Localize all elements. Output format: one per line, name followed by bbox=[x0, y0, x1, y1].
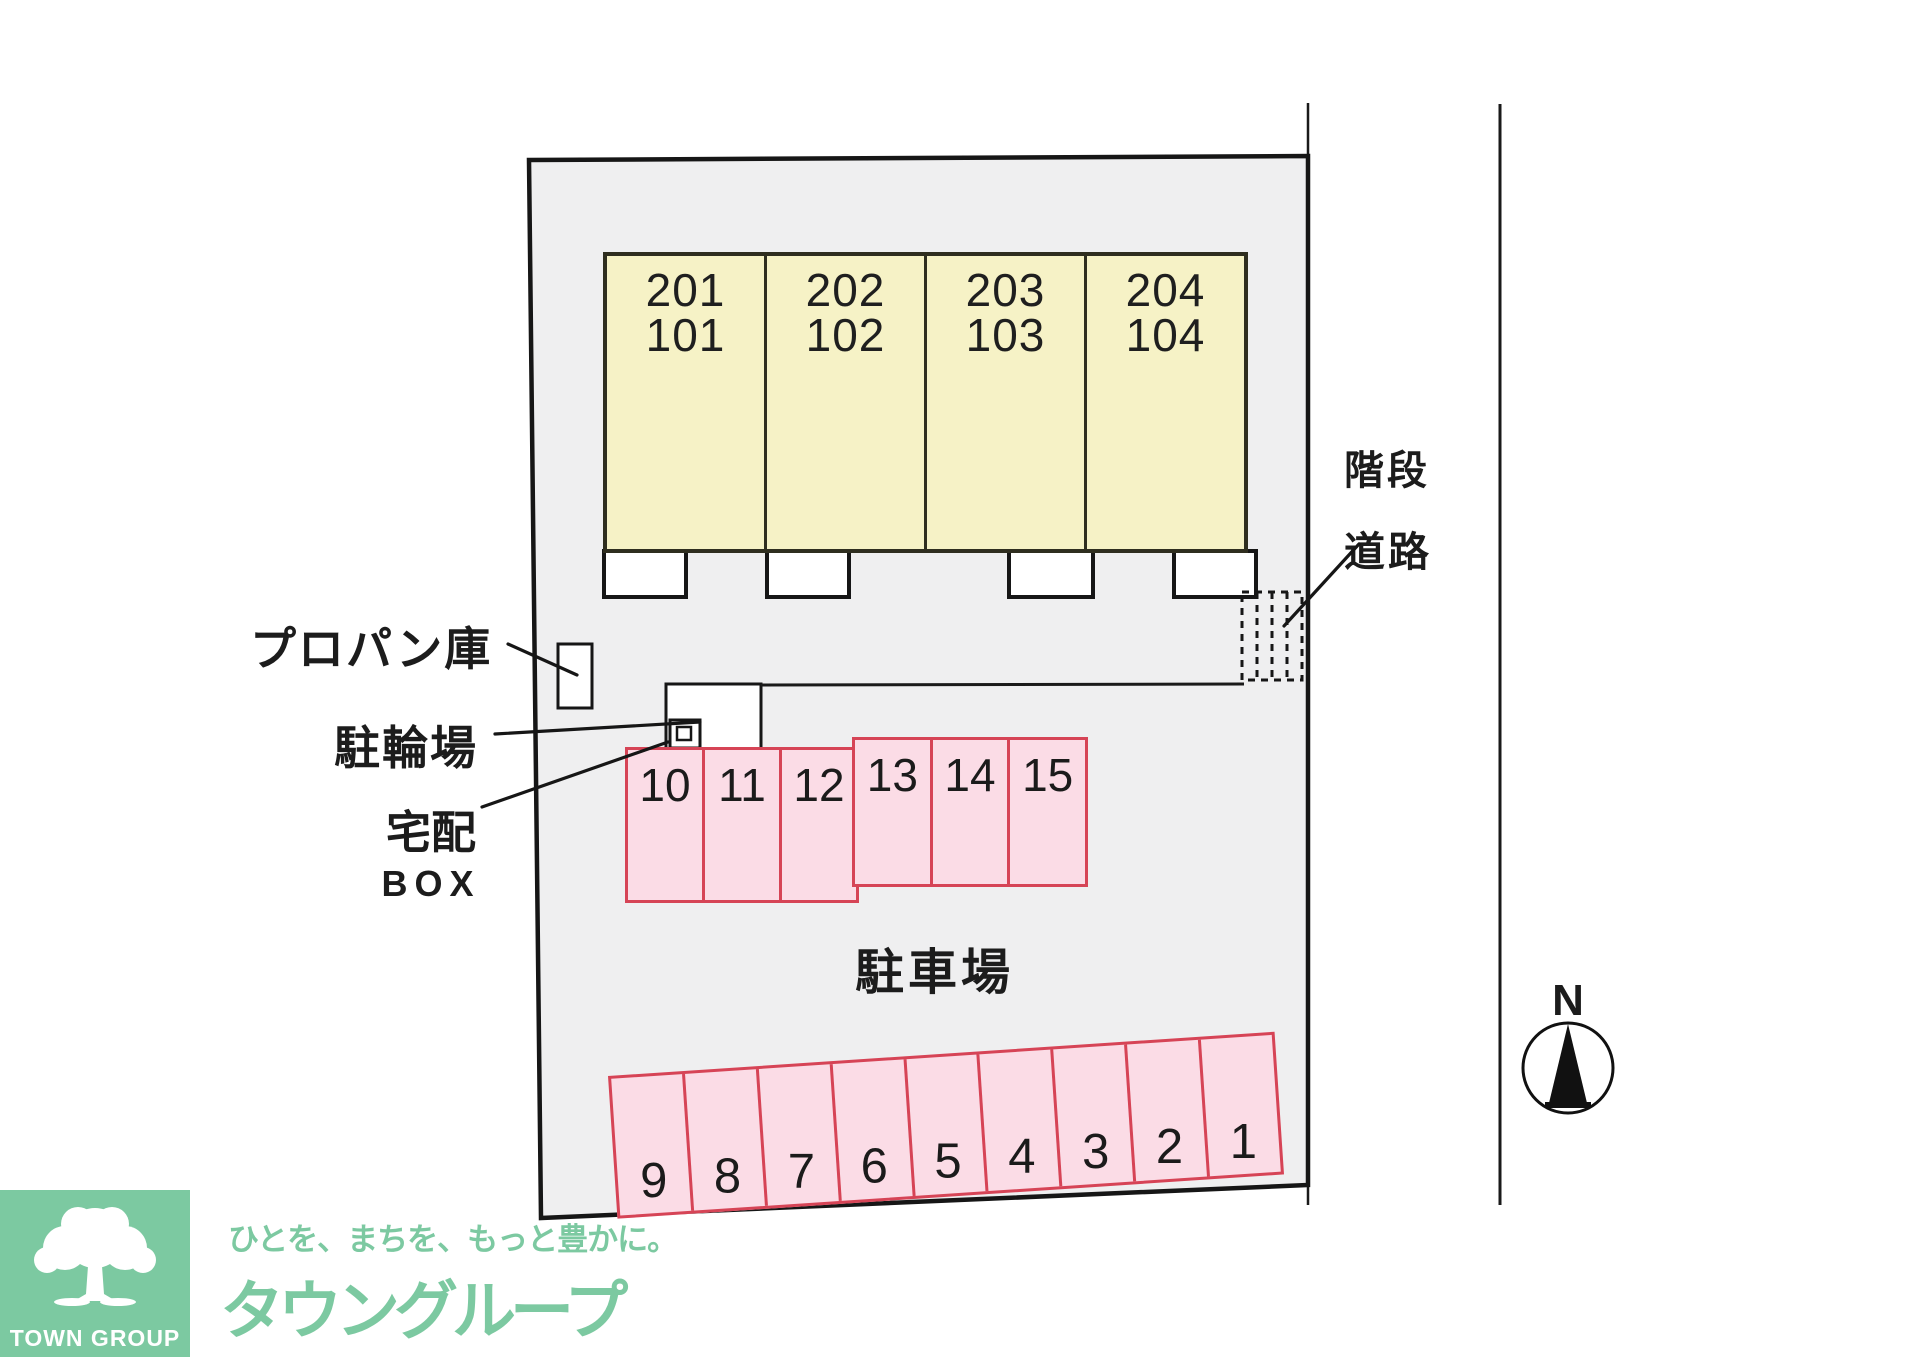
unit-upper-number: 204 bbox=[1125, 264, 1206, 316]
parking-space-6: 6 bbox=[832, 1059, 916, 1201]
space-number: 9 bbox=[639, 1154, 668, 1209]
space-number: 15 bbox=[1022, 749, 1074, 801]
unit-upper-number: 203 bbox=[965, 264, 1046, 316]
parking-group-13-15: 13 14 15 bbox=[852, 737, 1088, 887]
north-label: N bbox=[1552, 976, 1584, 1025]
town-group-logo: TOWN GROUP bbox=[0, 1190, 190, 1357]
bicycle-parking-label: 駐輪場 bbox=[334, 722, 478, 774]
parking-space-1: 1 bbox=[1201, 1035, 1281, 1176]
space-number: 13 bbox=[866, 749, 918, 801]
parking-space-15: 15 bbox=[1010, 740, 1085, 884]
parking-area-label: 駐車場 bbox=[855, 946, 1015, 1000]
parking-group-10-12: 10 11 12 bbox=[625, 747, 859, 903]
propane-storage-box bbox=[556, 642, 594, 710]
stairs-label: 階段 bbox=[1344, 449, 1430, 493]
porch-unit-1 bbox=[602, 549, 688, 599]
parking-area-boundary-line bbox=[760, 682, 1245, 687]
space-number: 1 bbox=[1229, 1115, 1257, 1170]
unit-lower-number: 103 bbox=[965, 308, 1046, 361]
space-number: 2 bbox=[1155, 1119, 1184, 1174]
propane-storage-label: プロパン庫 bbox=[250, 623, 493, 675]
space-number: 4 bbox=[1008, 1129, 1036, 1184]
parking-space-13: 13 bbox=[855, 740, 933, 884]
unit-202-102: 202 102 bbox=[767, 256, 927, 549]
unit-upper-number: 202 bbox=[805, 264, 886, 316]
delivery-box-label: 宅配 BOX bbox=[356, 796, 506, 905]
unit-201-101: 201 101 bbox=[607, 256, 767, 549]
space-number: 11 bbox=[718, 759, 766, 811]
space-number: 14 bbox=[944, 749, 996, 801]
space-number: 12 bbox=[793, 759, 845, 811]
north-compass-icon bbox=[1521, 1021, 1615, 1115]
parking-space-4: 4 bbox=[979, 1049, 1063, 1192]
parking-space-7: 7 bbox=[758, 1064, 842, 1206]
space-number: 3 bbox=[1082, 1124, 1110, 1179]
tree-icon bbox=[34, 1207, 156, 1306]
unit-lower-number: 102 bbox=[805, 308, 886, 361]
parking-space-5: 5 bbox=[906, 1054, 989, 1196]
space-number: 10 bbox=[639, 759, 691, 811]
parking-space-10: 10 bbox=[628, 750, 705, 900]
apartment-building: 201 101 202 102 203 103 204 104 bbox=[603, 252, 1248, 553]
delivery-box bbox=[668, 718, 702, 750]
unit-lower-number: 101 bbox=[645, 308, 726, 361]
tagline: ひとを、まちを、もっと豊かに。 bbox=[228, 1222, 678, 1257]
parking-space-2: 2 bbox=[1127, 1039, 1211, 1182]
unit-upper-number: 201 bbox=[645, 264, 726, 316]
porch-unit-2 bbox=[765, 549, 851, 599]
brand-name: タウングループ bbox=[220, 1275, 628, 1347]
space-number: 8 bbox=[713, 1149, 741, 1204]
parking-space-11: 11 bbox=[705, 750, 782, 900]
parking-space-14: 14 bbox=[933, 740, 1011, 884]
porch-unit-4 bbox=[1172, 549, 1258, 599]
parking-space-3: 3 bbox=[1053, 1044, 1137, 1187]
unit-lower-number: 104 bbox=[1125, 308, 1206, 361]
parking-space-8: 8 bbox=[684, 1069, 768, 1211]
unit-204-104: 204 104 bbox=[1087, 256, 1244, 549]
logo-text: TOWN GROUP bbox=[9, 1325, 181, 1351]
delivery-box-label-line1: 宅配 bbox=[385, 807, 476, 858]
delivery-box-label-line2: BOX bbox=[381, 863, 481, 904]
parking-space-12: 12 bbox=[782, 750, 856, 900]
space-number: 7 bbox=[787, 1144, 815, 1199]
parking-space-9: 9 bbox=[611, 1073, 694, 1216]
space-number: 6 bbox=[861, 1139, 889, 1194]
unit-203-103: 203 103 bbox=[927, 256, 1087, 549]
road-label: 道路 bbox=[1344, 529, 1432, 575]
porch-unit-3 bbox=[1007, 549, 1095, 599]
space-number: 5 bbox=[934, 1134, 963, 1189]
